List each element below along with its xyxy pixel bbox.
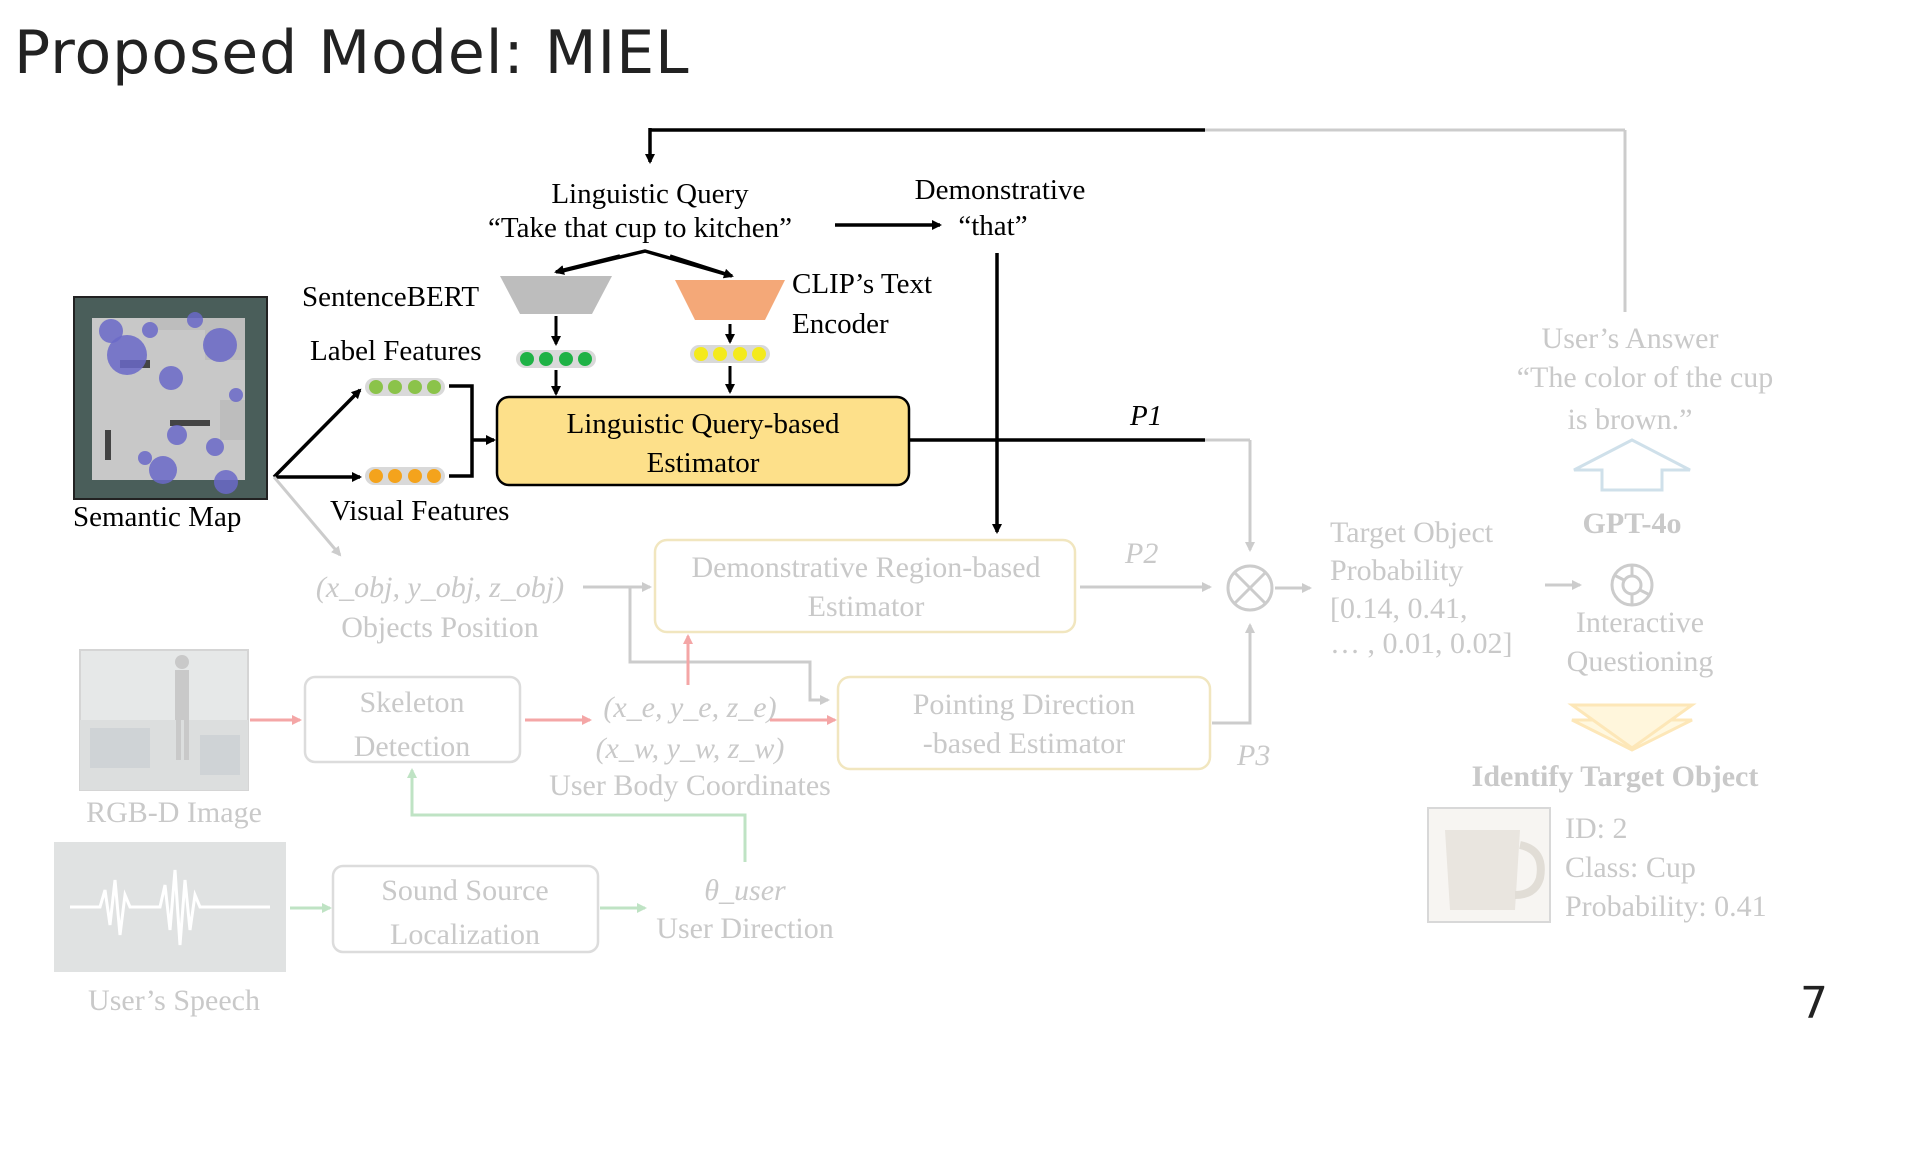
p3-label: P3 <box>1236 739 1270 772</box>
lq-estimator-line2: Estimator <box>647 447 760 479</box>
dr-estimator-box <box>653 538 1077 634</box>
sentencebert-encoder-icon <box>500 276 612 314</box>
label-feature-vector <box>365 378 445 396</box>
semantic-map-label: Semantic Map <box>73 501 241 533</box>
p1-label: P1 <box>1129 400 1162 432</box>
result-class: Class: Cup <box>1565 851 1696 884</box>
interactive-line2: Questioning <box>1567 645 1714 678</box>
lq-estimator-line1: Linguistic Query-based <box>566 408 840 440</box>
p2-label: P2 <box>1124 537 1158 570</box>
rgbd-image-label: RGB-D Image <box>86 796 262 829</box>
skeleton-line1: Skeleton <box>360 686 465 719</box>
users-speech-label: User’s Speech <box>88 984 260 1017</box>
user-direction-label: User Direction <box>656 912 833 945</box>
users-answer-line1: “The color of the cup <box>1517 361 1774 394</box>
ssl-line2: Localization <box>390 918 540 951</box>
page-number: 7 <box>1800 978 1828 1029</box>
elbow-coords: (x_e, y_e, z_e) <box>603 691 776 724</box>
demonstrative-text: “that” <box>958 210 1027 242</box>
users-answer-title: User’s Answer <box>1542 322 1719 355</box>
clip-label-line1: CLIP’s Text <box>792 268 932 300</box>
pd-estimator-box <box>836 675 1212 771</box>
faded-region: (x_obj, y_obj, z_obj) Objects Position D… <box>54 322 1773 1017</box>
objects-position-label: Objects Position <box>341 611 539 644</box>
sentencebert-feature-vector <box>516 350 596 368</box>
identify-target-label: Identify Target Object <box>1472 760 1759 793</box>
objects-position-math: (x_obj, y_obj, z_obj) <box>316 571 564 604</box>
skeleton-detection-box <box>303 675 522 764</box>
visual-features-label: Visual Features <box>330 495 509 527</box>
target-prob-line4: … , 0.01, 0.02] <box>1330 627 1513 660</box>
ssl-line1: Sound Source <box>381 874 549 907</box>
clip-feature-vector <box>690 345 770 363</box>
clip-label-line2: Encoder <box>792 308 889 340</box>
openai-logo-icon <box>1610 563 1654 607</box>
target-prob-line3: [0.14, 0.41, <box>1330 592 1468 625</box>
result-id: ID: 2 <box>1565 812 1628 845</box>
linguistic-query-title: Linguistic Query <box>551 178 749 210</box>
result-probability: Probability: 0.41 <box>1565 890 1767 923</box>
wrist-coords: (x_w, y_w, z_w) <box>596 732 785 765</box>
gpt-label: GPT-4o <box>1583 507 1682 540</box>
slide-title: Proposed Model: MIEL <box>14 18 690 88</box>
semantic-map-image <box>73 296 268 500</box>
pd-estimator-line1: Pointing Direction <box>913 688 1135 721</box>
theta-user: θ_user <box>704 874 786 907</box>
users-answer-line2: is brown.” <box>1568 403 1693 436</box>
up-arrow-icon <box>1573 438 1691 492</box>
skeleton-line2: Detection <box>354 730 471 763</box>
pd-estimator-line2: -based Estimator <box>923 727 1125 760</box>
demonstrative-title: Demonstrative <box>915 174 1086 206</box>
interactive-line1: Interactive <box>1576 606 1704 639</box>
sound-source-localization-box <box>331 864 600 954</box>
feedback-loop <box>645 128 1627 312</box>
label-features-label: Label Features <box>310 335 482 367</box>
dr-estimator-line2: Estimator <box>808 590 925 623</box>
target-prob-line2: Probability <box>1330 554 1463 587</box>
visual-feature-vector <box>365 467 445 485</box>
sentencebert-label: SentenceBERT <box>302 281 479 313</box>
user-body-coordinates-label: User Body Coordinates <box>549 769 831 802</box>
target-prob-line1: Target Object <box>1330 516 1494 549</box>
linguistic-query-text: “Take that cup to kitchen” <box>488 212 792 244</box>
dr-estimator-line1: Demonstrative Region-based <box>691 551 1040 584</box>
clip-text-encoder-icon <box>675 280 785 320</box>
